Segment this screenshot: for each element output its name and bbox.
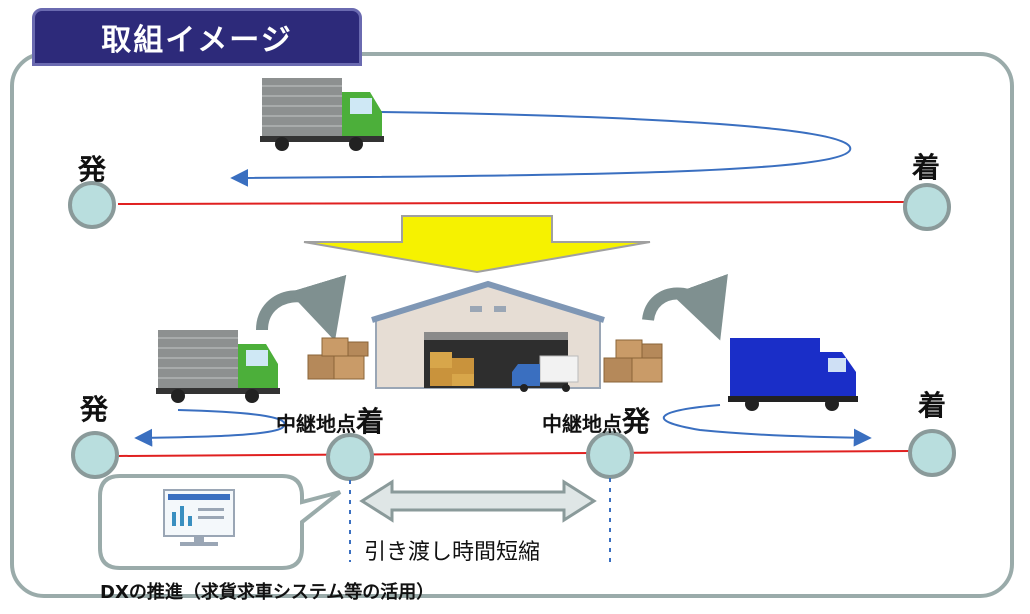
- relay-arrive-prefix: 中継地点: [276, 412, 356, 436]
- computer-monitor-icon: [163, 489, 235, 546]
- top-arrive-label: 着: [912, 151, 941, 184]
- top-return-arrow: [230, 111, 852, 187]
- left-curved-arrow-icon: [256, 274, 347, 341]
- relay-arrive-suffix: 着: [356, 405, 385, 438]
- right-curved-arrow-icon: [642, 273, 728, 341]
- bottom-depart-node: [71, 431, 119, 479]
- bottom-depart-label: 発: [80, 393, 109, 426]
- relay-depart-node: [586, 431, 634, 479]
- bottom-route-line: [117, 450, 911, 457]
- bottom-green-truck-icon: [156, 330, 280, 403]
- top-route-line: [117, 201, 906, 205]
- top-green-truck-icon: [260, 78, 384, 151]
- bottom-right-outgoing-arrow: [662, 404, 872, 447]
- top-depart-node: [68, 181, 116, 229]
- left-boxes-icon: [307, 337, 369, 380]
- relay-depart-label: 中継地点発: [542, 400, 650, 440]
- bottom-arrive-node: [908, 429, 956, 477]
- dx-label: DXの推進（求貨求車システム等の活用）: [100, 582, 435, 603]
- right-boxes-icon: [603, 339, 663, 383]
- relay-arrive-label: 中継地点着: [276, 400, 384, 440]
- title-tab: 取組イメージ: [32, 8, 362, 66]
- top-arrive-node: [903, 183, 951, 231]
- double-arrow-icon: [359, 479, 597, 523]
- relay-depart-prefix: 中継地点: [542, 412, 622, 436]
- handover-label: 引き渡し時間短縮: [364, 540, 541, 565]
- bottom-left-return-arrow: [134, 409, 286, 447]
- relay-depart-suffix: 発: [622, 405, 651, 438]
- blue-truck-icon: [728, 338, 858, 411]
- bottom-arrive-label: 着: [918, 389, 947, 422]
- transition-arrow: [303, 215, 651, 274]
- warehouse-icon: [371, 280, 605, 392]
- relay-arrive-node: [326, 433, 374, 481]
- top-depart-label: 発: [78, 153, 107, 186]
